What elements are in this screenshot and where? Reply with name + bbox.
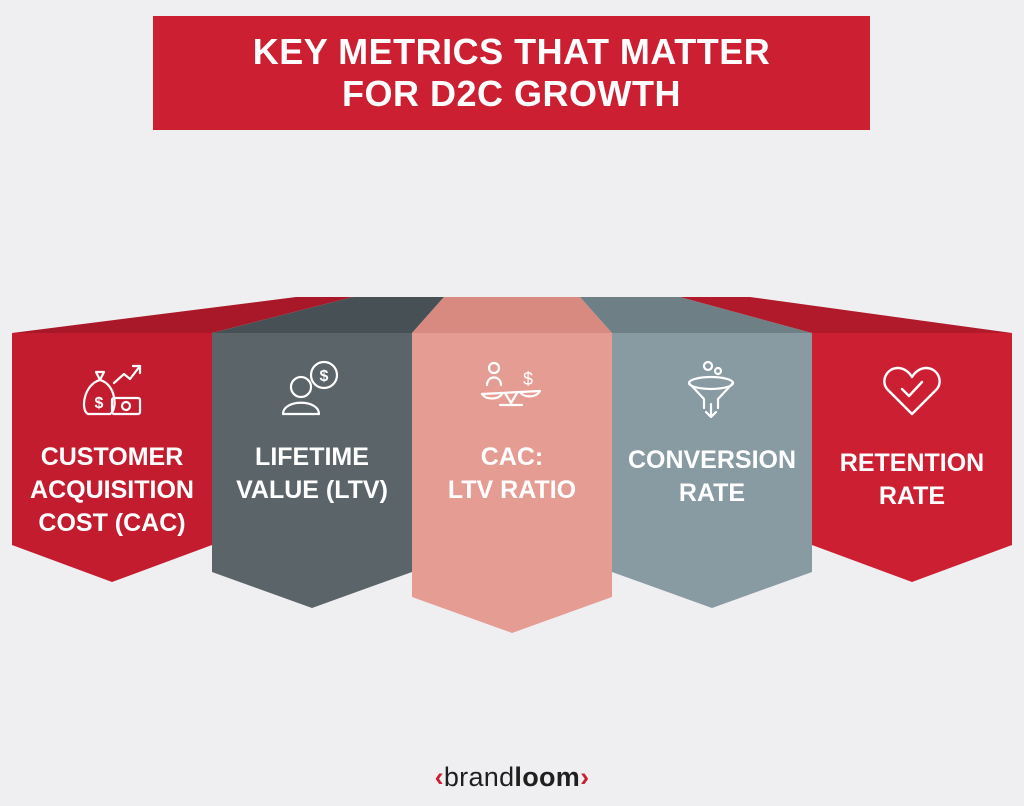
brand-right-bracket: › (580, 762, 590, 792)
ret-top-face (680, 297, 1012, 333)
ratio-label: CAC: LTV RATIO (412, 441, 612, 507)
cac-top-face (12, 297, 353, 333)
user-dollar-icon: $ (281, 360, 339, 416)
ratio-panel (412, 333, 612, 633)
ltv-top-face (212, 297, 444, 333)
ratio-top-face (412, 297, 612, 333)
svg-text:$: $ (523, 369, 533, 389)
brand-part-2: loom (514, 762, 581, 792)
ret-panel (812, 333, 1012, 582)
ratio-label-line-2: LTV RATIO (447, 476, 577, 504)
conversion-label-line-1: CONVERSION (627, 446, 797, 474)
conversion-label-line-2: RATE (678, 479, 746, 507)
svg-text:$: $ (95, 395, 104, 412)
ltv-label: LIFETIME VALUE (LTV) (212, 441, 412, 507)
cac-label-line-1: CUSTOMER (40, 443, 184, 471)
heart-check-icon (883, 366, 941, 416)
money-bag-growth-icon: $ (82, 364, 142, 416)
conv-top-face (580, 297, 812, 333)
retention-label: RETENTION RATE (812, 447, 1012, 513)
ltv-label-line-1: LIFETIME (255, 443, 369, 471)
cac-label-line-3: COST (CAC) (38, 509, 186, 537)
balance-scale-icon: $ (480, 361, 542, 407)
svg-text:$: $ (320, 368, 329, 385)
title-line-2: FOR D2C GROWTH (342, 73, 681, 114)
cac-panel (12, 333, 212, 582)
title-line-1: KEY METRICS THAT MATTER (252, 31, 771, 72)
funnel-icon (687, 360, 735, 419)
conv-panel (612, 333, 812, 608)
ratio-label-line-1: CAC: (480, 443, 544, 471)
cac-label: CUSTOMER ACQUISITION COST (CAC) (12, 441, 212, 540)
conversion-label: CONVERSION RATE (612, 444, 812, 510)
retention-label-line-2: RATE (878, 482, 946, 510)
brand-part-1: brand (443, 762, 515, 792)
cac-label-line-2: ACQUISITION (30, 476, 194, 504)
brand-left-bracket: ‹ (434, 762, 444, 792)
title-banner: KEY METRICS THAT MATTER FOR D2C GROWTH (153, 16, 870, 130)
retention-label-line-1: RETENTION (839, 449, 985, 477)
brand-logo: ‹brandloom› (0, 762, 1024, 793)
ltv-panel (212, 333, 412, 608)
ltv-label-line-2: VALUE (LTV) (236, 476, 388, 504)
